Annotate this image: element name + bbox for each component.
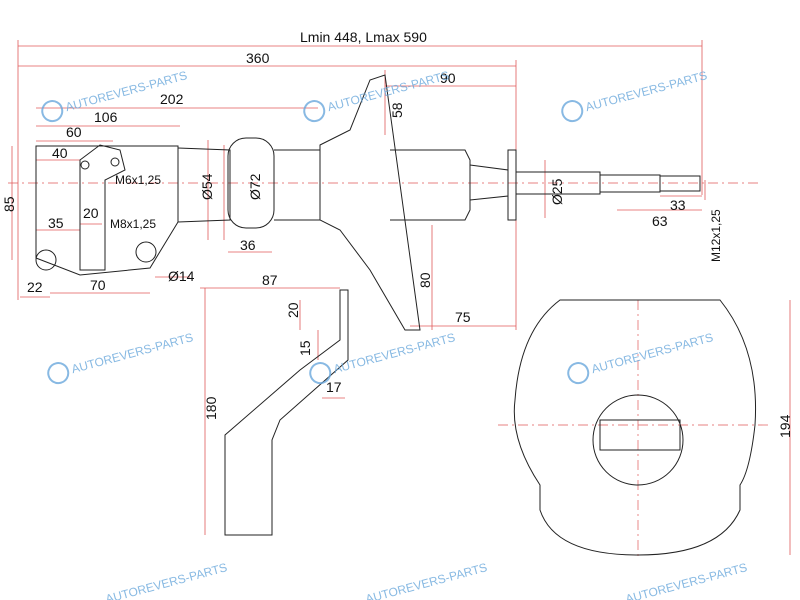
dim-40: 40	[52, 145, 68, 161]
thread-m6: M6x1,25	[115, 173, 161, 187]
watermark-5: AUTOREVERS-PARTS	[309, 330, 457, 385]
dim-90: 90	[440, 70, 456, 86]
dim-85: 85	[1, 196, 17, 212]
svg-text:AUTOREVERS-PARTS: AUTOREVERS-PARTS	[70, 330, 195, 376]
dim-33: 33	[670, 197, 686, 213]
dim-70: 70	[90, 277, 106, 293]
strut-outline	[35, 74, 701, 331]
watermark-7: AUTOREVERS-PARTS	[104, 560, 229, 600]
watermark-logo-icon	[309, 362, 332, 385]
dim-17: 17	[326, 379, 342, 395]
mount-top-view	[513, 299, 757, 556]
dim-360: 360	[246, 50, 270, 66]
watermark-logo-icon	[561, 100, 584, 123]
bracket-side-view	[224, 289, 349, 536]
watermark-3: AUTOREVERS-PARTS	[561, 68, 709, 123]
dim-58: 58	[389, 102, 405, 118]
dim-75: 75	[455, 309, 471, 325]
svg-text:AUTOREVERS-PARTS: AUTOREVERS-PARTS	[624, 560, 749, 600]
dim-106: 106	[94, 109, 118, 125]
watermark-logo-icon	[47, 362, 70, 385]
watermark-8: AUTOREVERS-PARTS	[364, 560, 489, 600]
dim-20-bracket: 20	[285, 302, 301, 318]
dim-15: 15	[297, 340, 313, 356]
dim-80: 80	[417, 272, 433, 288]
dim-36: 36	[240, 237, 256, 253]
dim-202: 202	[160, 91, 184, 107]
dim-35: 35	[48, 215, 64, 231]
svg-text:AUTOREVERS-PARTS: AUTOREVERS-PARTS	[584, 68, 709, 114]
svg-text:AUTOREVERS-PARTS: AUTOREVERS-PARTS	[332, 330, 457, 376]
dim-20: 20	[83, 205, 99, 221]
dim-dia54: Ø54	[199, 173, 215, 200]
dim-60: 60	[66, 124, 82, 140]
svg-text:AUTOREVERS-PARTS: AUTOREVERS-PARTS	[104, 560, 229, 600]
watermark-9: AUTOREVERS-PARTS	[624, 560, 749, 600]
dim-dia14: Ø14	[168, 268, 195, 284]
dim-194: 194	[777, 414, 793, 438]
dim-87: 87	[262, 272, 278, 288]
watermark-logo-icon	[303, 100, 326, 123]
watermark-4: AUTOREVERS-PARTS	[47, 330, 195, 385]
watermark-logo-icon	[41, 100, 64, 123]
svg-text:AUTOREVERS-PARTS: AUTOREVERS-PARTS	[590, 330, 715, 376]
dim-dia72: Ø72	[247, 173, 263, 200]
dim-overall-length: Lmin 448, Lmax 590	[300, 29, 427, 45]
dim-180: 180	[203, 396, 219, 420]
watermark-2: AUTOREVERS-PARTS	[303, 68, 451, 123]
watermark-6: AUTOREVERS-PARTS	[567, 330, 715, 385]
watermark-logo-icon	[567, 362, 590, 385]
dim-dia25: Ø25	[549, 178, 565, 205]
dim-22: 22	[27, 279, 43, 295]
thread-m12: M12x1,25	[709, 209, 723, 262]
thread-m8: M8x1,25	[110, 217, 156, 231]
dim-63: 63	[652, 213, 668, 229]
svg-text:AUTOREVERS-PARTS: AUTOREVERS-PARTS	[364, 560, 489, 600]
